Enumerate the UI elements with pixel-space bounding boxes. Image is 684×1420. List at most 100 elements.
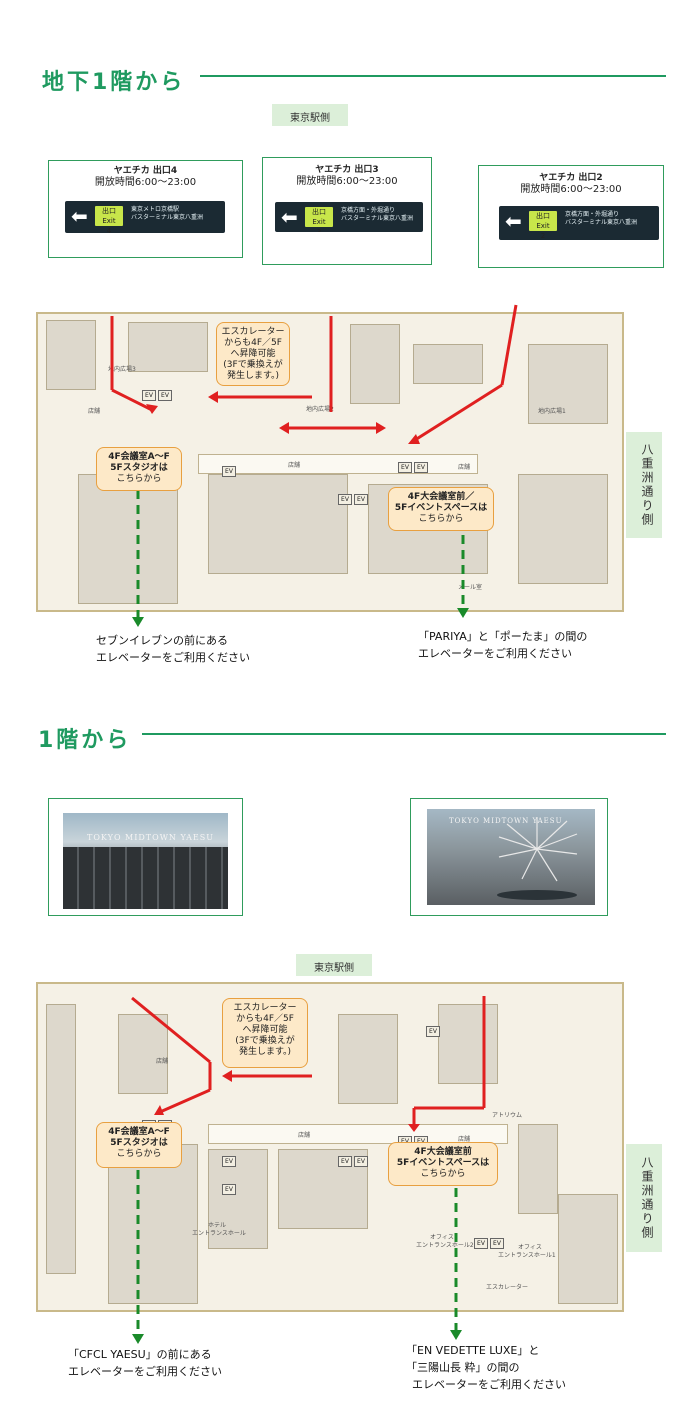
- section-divider-b1: [200, 75, 666, 77]
- exit4-sign-text: 東京メトロ京橋駅バスターミナル東京八重洲: [131, 206, 204, 221]
- green-arrowhead: [450, 1330, 462, 1340]
- map-block: [118, 1014, 168, 1094]
- exit2-title: ヤエチカ 出口2: [539, 173, 603, 183]
- plaza1-label: 地内広場1: [538, 408, 566, 415]
- map-block: [208, 1149, 268, 1249]
- map-block: [278, 1149, 368, 1229]
- elevator-label: EV: [142, 390, 156, 401]
- right-entrance-photo: TOKYO MIDTOWN YAESU: [427, 809, 595, 905]
- office-label: オフィス: [518, 1244, 542, 1251]
- map-block: [208, 474, 348, 574]
- map-block: [338, 1014, 398, 1104]
- elevator-label: EV: [414, 462, 428, 473]
- green-arrowhead: [457, 608, 469, 618]
- shop-label: 店舗: [288, 462, 301, 469]
- exit3-title: ヤエチカ 出口3: [315, 165, 379, 175]
- right-entrance-photo-callout: TOKYO MIDTOWN YAESU: [410, 798, 608, 916]
- plaza2-label: 地内広場2: [306, 406, 334, 413]
- 1f-right-caption: 「EN VEDETTE LUXE」と「三陽山長 粋」の間のエレベーターをご利用く…: [406, 1344, 566, 1391]
- tokyo-station-side-tag-b1: 東京駅側: [272, 104, 348, 126]
- elevator-label: EV: [354, 1156, 368, 1167]
- map-block: [128, 322, 208, 372]
- section-title-1f: 1階から: [38, 728, 132, 753]
- red-arrowhead: [279, 422, 289, 434]
- map-block: [558, 1194, 618, 1304]
- red-route-exit2: [414, 383, 503, 442]
- left-entrance-photo-callout: TOKYO MIDTOWN YAESU: [48, 798, 243, 916]
- map-block: [518, 474, 608, 584]
- elevator-label: EV: [158, 390, 172, 401]
- exit3-sign-text: 京橋方面・外堀通りバスターミナル東京八重洲: [341, 207, 414, 222]
- elevator-label: EV: [354, 494, 368, 505]
- elevator-label: EV: [398, 462, 412, 473]
- red-route-left: [131, 996, 211, 1064]
- map-block: [46, 1004, 76, 1274]
- b1-route-overlay: [110, 304, 518, 627]
- b1-right-caption: 「PARIYA」と「ポーたま」の間のエレベーターをご利用ください: [418, 630, 588, 660]
- exit3-hours: 開放時間6:00〜23:00: [296, 176, 398, 187]
- hotel-entrance-label: エントランスホール: [192, 1230, 246, 1237]
- elevator-label: EV: [338, 494, 352, 505]
- map-corridor: [208, 1124, 508, 1144]
- red-arrowhead: [146, 404, 158, 414]
- escalator-label: エスカレーター: [486, 1284, 529, 1291]
- red-route-exit2: [500, 304, 518, 386]
- map-block: [413, 344, 483, 384]
- map-block: [438, 1004, 498, 1084]
- exit2-hours: 開放時間6:00〜23:00: [520, 184, 622, 195]
- elevator-label: EV: [222, 1184, 236, 1195]
- red-route-left: [159, 1088, 211, 1114]
- office-entrance1-label: エントランスホール1: [498, 1252, 556, 1259]
- mail-room-label: メール室: [458, 584, 483, 591]
- building-signage-text: TOKYO MIDTOWN YAESU: [449, 817, 563, 825]
- office-label: オフィス: [430, 1234, 454, 1241]
- map-block: [518, 1124, 558, 1214]
- red-arrowhead: [408, 434, 420, 444]
- section-divider-1f: [142, 733, 666, 735]
- shop-label: 店舗: [156, 1058, 169, 1065]
- elevator-label: EV: [222, 1156, 236, 1167]
- green-arrowhead: [132, 1334, 144, 1344]
- office-entrance2-label: エントランスホール2: [416, 1242, 474, 1249]
- left-entrance-photo: TOKYO MIDTOWN YAESU: [63, 813, 228, 909]
- shop-label: 店舗: [458, 1136, 471, 1143]
- map-block: [528, 344, 608, 424]
- map-block: [78, 474, 178, 604]
- red-arrowhead: [376, 422, 386, 434]
- elevator-label: EV: [222, 466, 236, 477]
- red-arrowhead: [208, 391, 218, 403]
- b1-left-caption: セブンイレブンの前にあるエレベーターをご利用ください: [96, 634, 250, 664]
- red-arrowhead: [222, 1070, 232, 1082]
- shop-label: 店舗: [88, 408, 101, 415]
- red-arrowhead: [154, 1105, 164, 1115]
- atrium-label: アトリウム: [492, 1112, 523, 1119]
- plaza3-label: 地内広場3: [108, 366, 136, 373]
- green-arrowhead: [132, 617, 144, 627]
- map-block: [108, 1144, 198, 1304]
- b1-right-elevator-bubble: 4F大会議室前／5Fイベントスペースはこちらから: [388, 487, 494, 531]
- yaesu-dori-side-tag-1f: 八重洲通り側: [626, 1144, 662, 1252]
- red-route-exit4: [111, 388, 153, 412]
- shop-label: 店舗: [298, 1132, 311, 1139]
- exit4-title: ヤエチカ 出口4: [113, 166, 178, 176]
- 1f-left-caption: 「CFCL YAESU」の前にあるエレベーターをご利用ください: [68, 1348, 222, 1378]
- red-arrowhead: [408, 1124, 420, 1132]
- map-block: [350, 324, 400, 404]
- hotel-label: ホテル: [208, 1222, 227, 1229]
- section-title-b1: 地下1階から: [42, 70, 186, 95]
- exit4-hours: 開放時間6:00〜23:00: [94, 177, 197, 188]
- map-block: [46, 320, 96, 390]
